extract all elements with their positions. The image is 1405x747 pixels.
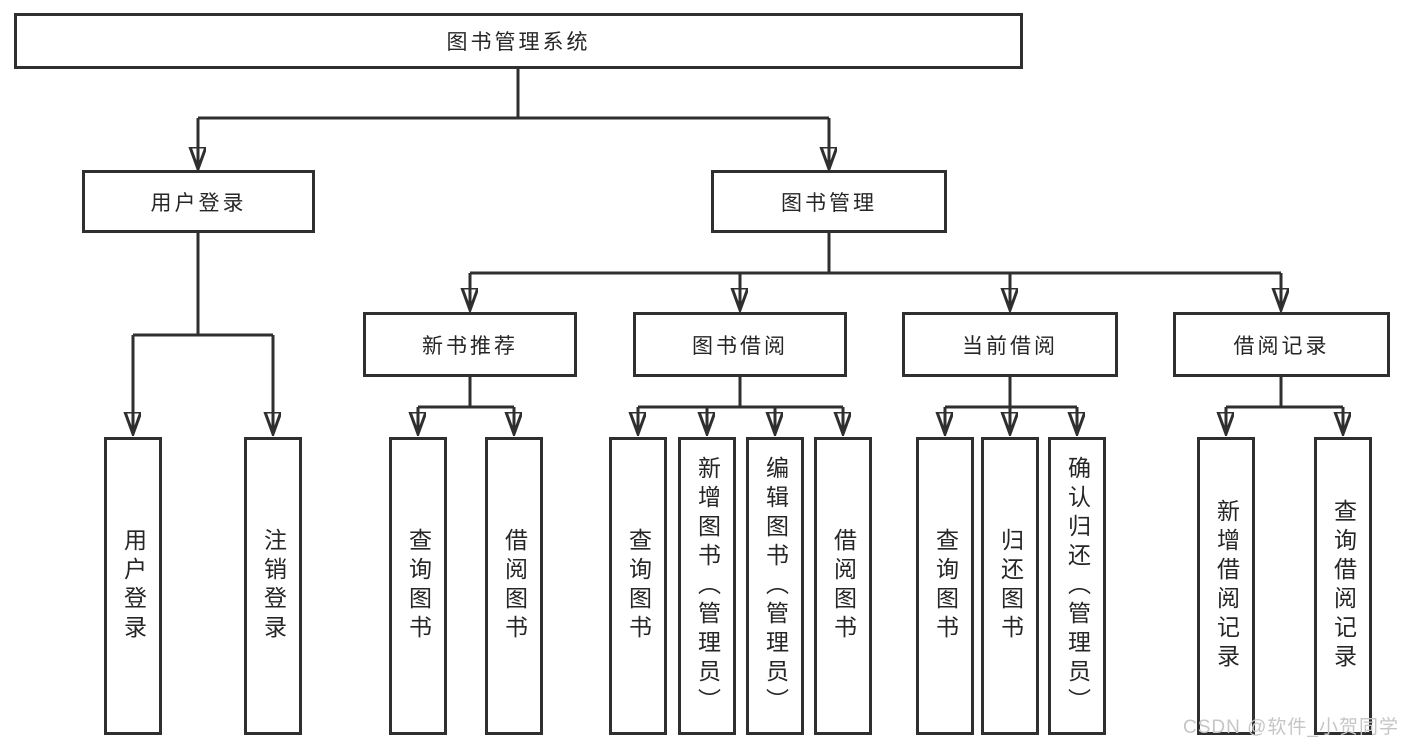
node-book-borrow: 图书借阅: [633, 312, 847, 377]
connector-root-to-level2: [198, 69, 829, 168]
leaf-borrow-books-rec-label: 借阅图书: [501, 528, 528, 644]
leaf-query-books-rec: 查询图书: [389, 437, 447, 735]
leaf-borrow-books-label: 借阅图书: [830, 528, 857, 644]
leaf-add-borrow-record: 新增借阅记录: [1197, 437, 1255, 735]
connector-current-borrow-children: [945, 377, 1077, 433]
connector-borrow-records-children: [1226, 377, 1343, 433]
node-book-mgmt: 图书管理: [711, 170, 947, 233]
leaf-user-login: 用户登录: [104, 437, 162, 735]
leaf-return-books-label: 归还图书: [997, 528, 1024, 644]
leaf-edit-books-admin-label: 编辑图书（管理员）: [762, 455, 789, 717]
leaf-query-books-borrow-label: 查询图书: [625, 528, 652, 644]
leaf-add-borrow-record-label: 新增借阅记录: [1213, 499, 1240, 673]
leaf-add-books-admin-label: 新增图书（管理员）: [694, 455, 721, 717]
connector-user-login-children: [133, 233, 273, 433]
leaf-logout-label: 注销登录: [260, 528, 287, 644]
connector-book-mgmt-to-level3: [470, 233, 1281, 309]
node-borrow-records: 借阅记录: [1173, 312, 1390, 377]
leaf-borrow-books-rec: 借阅图书: [485, 437, 543, 735]
leaf-query-borrow-record: 查询借阅记录: [1314, 437, 1372, 735]
node-new-book-rec: 新书推荐: [363, 312, 577, 377]
node-current-borrow: 当前借阅: [902, 312, 1118, 377]
node-book-mgmt-label: 图书管理: [781, 191, 877, 215]
leaf-user-login-label: 用户登录: [120, 528, 147, 644]
leaf-query-books-borrow: 查询图书: [609, 437, 667, 735]
leaf-edit-books-admin: 编辑图书（管理员）: [746, 437, 804, 735]
leaf-borrow-books: 借阅图书: [814, 437, 872, 735]
node-user-login: 用户登录: [82, 170, 315, 233]
leaf-return-books: 归还图书: [981, 437, 1039, 735]
leaf-query-borrow-record-label: 查询借阅记录: [1330, 499, 1357, 673]
csdn-watermark: CSDN @软件_小贺同学: [1183, 717, 1399, 738]
node-root-label: 图书管理系统: [446, 31, 591, 54]
node-current-borrow-label: 当前借阅: [962, 334, 1058, 358]
connector-new-book-rec-children: [418, 377, 514, 433]
leaf-query-books-rec-label: 查询图书: [405, 528, 432, 644]
leaf-query-books-current-label: 查询图书: [932, 528, 959, 644]
connector-book-borrow-children: [638, 377, 843, 433]
leaf-logout: 注销登录: [244, 437, 302, 735]
node-book-borrow-label: 图书借阅: [692, 334, 788, 358]
leaf-confirm-return-admin-label: 确认归还（管理员）: [1064, 455, 1091, 717]
leaf-confirm-return-admin: 确认归还（管理员）: [1048, 437, 1106, 735]
node-new-book-rec-label: 新书推荐: [422, 334, 518, 358]
node-root: 图书管理系统: [14, 13, 1023, 69]
leaf-add-books-admin: 新增图书（管理员）: [678, 437, 736, 735]
node-borrow-records-label: 借阅记录: [1233, 334, 1330, 358]
node-user-login-label: 用户登录: [150, 191, 247, 215]
leaf-query-books-current: 查询图书: [916, 437, 974, 735]
